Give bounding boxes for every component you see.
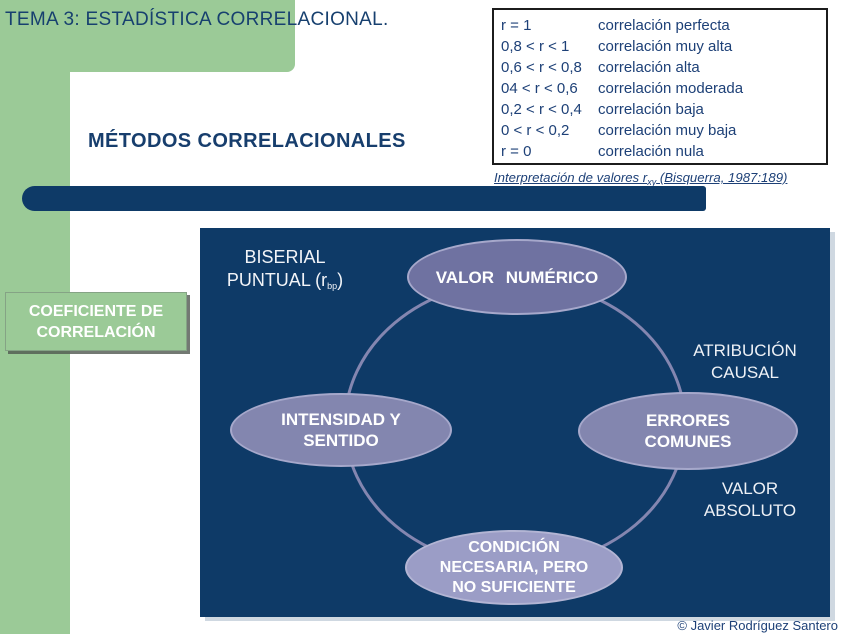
interp-range: 04 < r < 0,6 (501, 80, 578, 97)
interp-range: 0,2 < r < 0,4 (501, 101, 582, 118)
biserial-line1: BISERIAL (244, 247, 326, 267)
interp-row: 04 < r < 0,6 correlación moderada (501, 78, 826, 99)
biserial-subscript: bp (327, 281, 338, 291)
interp-range: r = 1 (501, 17, 532, 34)
decorative-navy-bar (22, 186, 706, 211)
interp-label: correlación nula (598, 143, 704, 160)
interp-row: 0 < r < 0,2 correlación muy baja (501, 120, 826, 141)
interpretation-values-box: r = 1 correlación perfecta 0,8 < r < 1 c… (492, 8, 828, 165)
interp-row: 0,8 < r < 1 correlación muy alta (501, 36, 826, 57)
interp-range: 0,6 < r < 0,8 (501, 59, 582, 76)
node-errores-comunes: ERRORES COMUNES (578, 392, 798, 470)
node-intensidad-sentido: INTENSIDAD Y SENTIDO (230, 393, 452, 467)
slide-title: TEMA 3: ESTADÍSTICA CORRELACIONAL. (5, 9, 389, 30)
biserial-line2-prefix: PUNTUAL (r (226, 270, 328, 290)
interp-range: r = 0 (501, 143, 532, 160)
diagram-panel: BISERIAL PUNTUAL (rbp) VALOR NUMÉRICO IN… (200, 228, 830, 617)
interp-row: 0,6 < r < 0,8 correlación alta (501, 57, 826, 78)
copyright-credit: © Javier Rodríguez Santero (677, 618, 838, 633)
interp-label: correlación alta (598, 59, 700, 76)
caption-subscript: xy (647, 177, 657, 187)
node-valor-numerico: VALOR NUMÉRICO (407, 239, 627, 315)
node-condicion-necesaria: CONDICIÓN NECESARIA, PERO NO SUFICIENTE (405, 530, 623, 605)
section-heading: MÉTODOS CORRELACIONALES (88, 130, 406, 152)
biserial-line2: PUNTUAL (rbp) (210, 269, 360, 298)
biserial-line2-suffix: ) (337, 270, 344, 290)
interp-label: correlación muy baja (598, 122, 737, 139)
interp-label: correlación muy alta (598, 38, 733, 55)
interp-label: correlación perfecta (598, 17, 730, 34)
interp-range: 0 < r < 0,2 (501, 122, 570, 139)
interp-range: 0,8 < r < 1 (501, 38, 570, 55)
interp-row: r = 1 correlación perfecta (501, 15, 826, 36)
coefficient-correlation-box: COEFICIENTE DE CORRELACIÓN (5, 292, 187, 351)
interp-label: correlación baja (598, 101, 704, 118)
label-atribucion-causal: ATRIBUCIÓN CAUSAL (693, 341, 797, 382)
biserial-puntual-label: BISERIAL PUNTUAL (rbp) (210, 246, 360, 298)
interp-row: 0,2 < r < 0,4 correlación baja (501, 99, 826, 120)
interp-row: r = 0 correlación nula (501, 141, 826, 162)
caption-suffix: (Bisquerra, 1987:189) (656, 170, 788, 185)
interpretation-caption: Interpretación de valores rxy (Bisquerra… (494, 170, 830, 187)
caption-prefix: Interpretación de valores r (494, 170, 648, 185)
label-valor-absoluto: VALOR ABSOLUTO (703, 479, 797, 520)
interp-label: correlación moderada (598, 80, 744, 97)
